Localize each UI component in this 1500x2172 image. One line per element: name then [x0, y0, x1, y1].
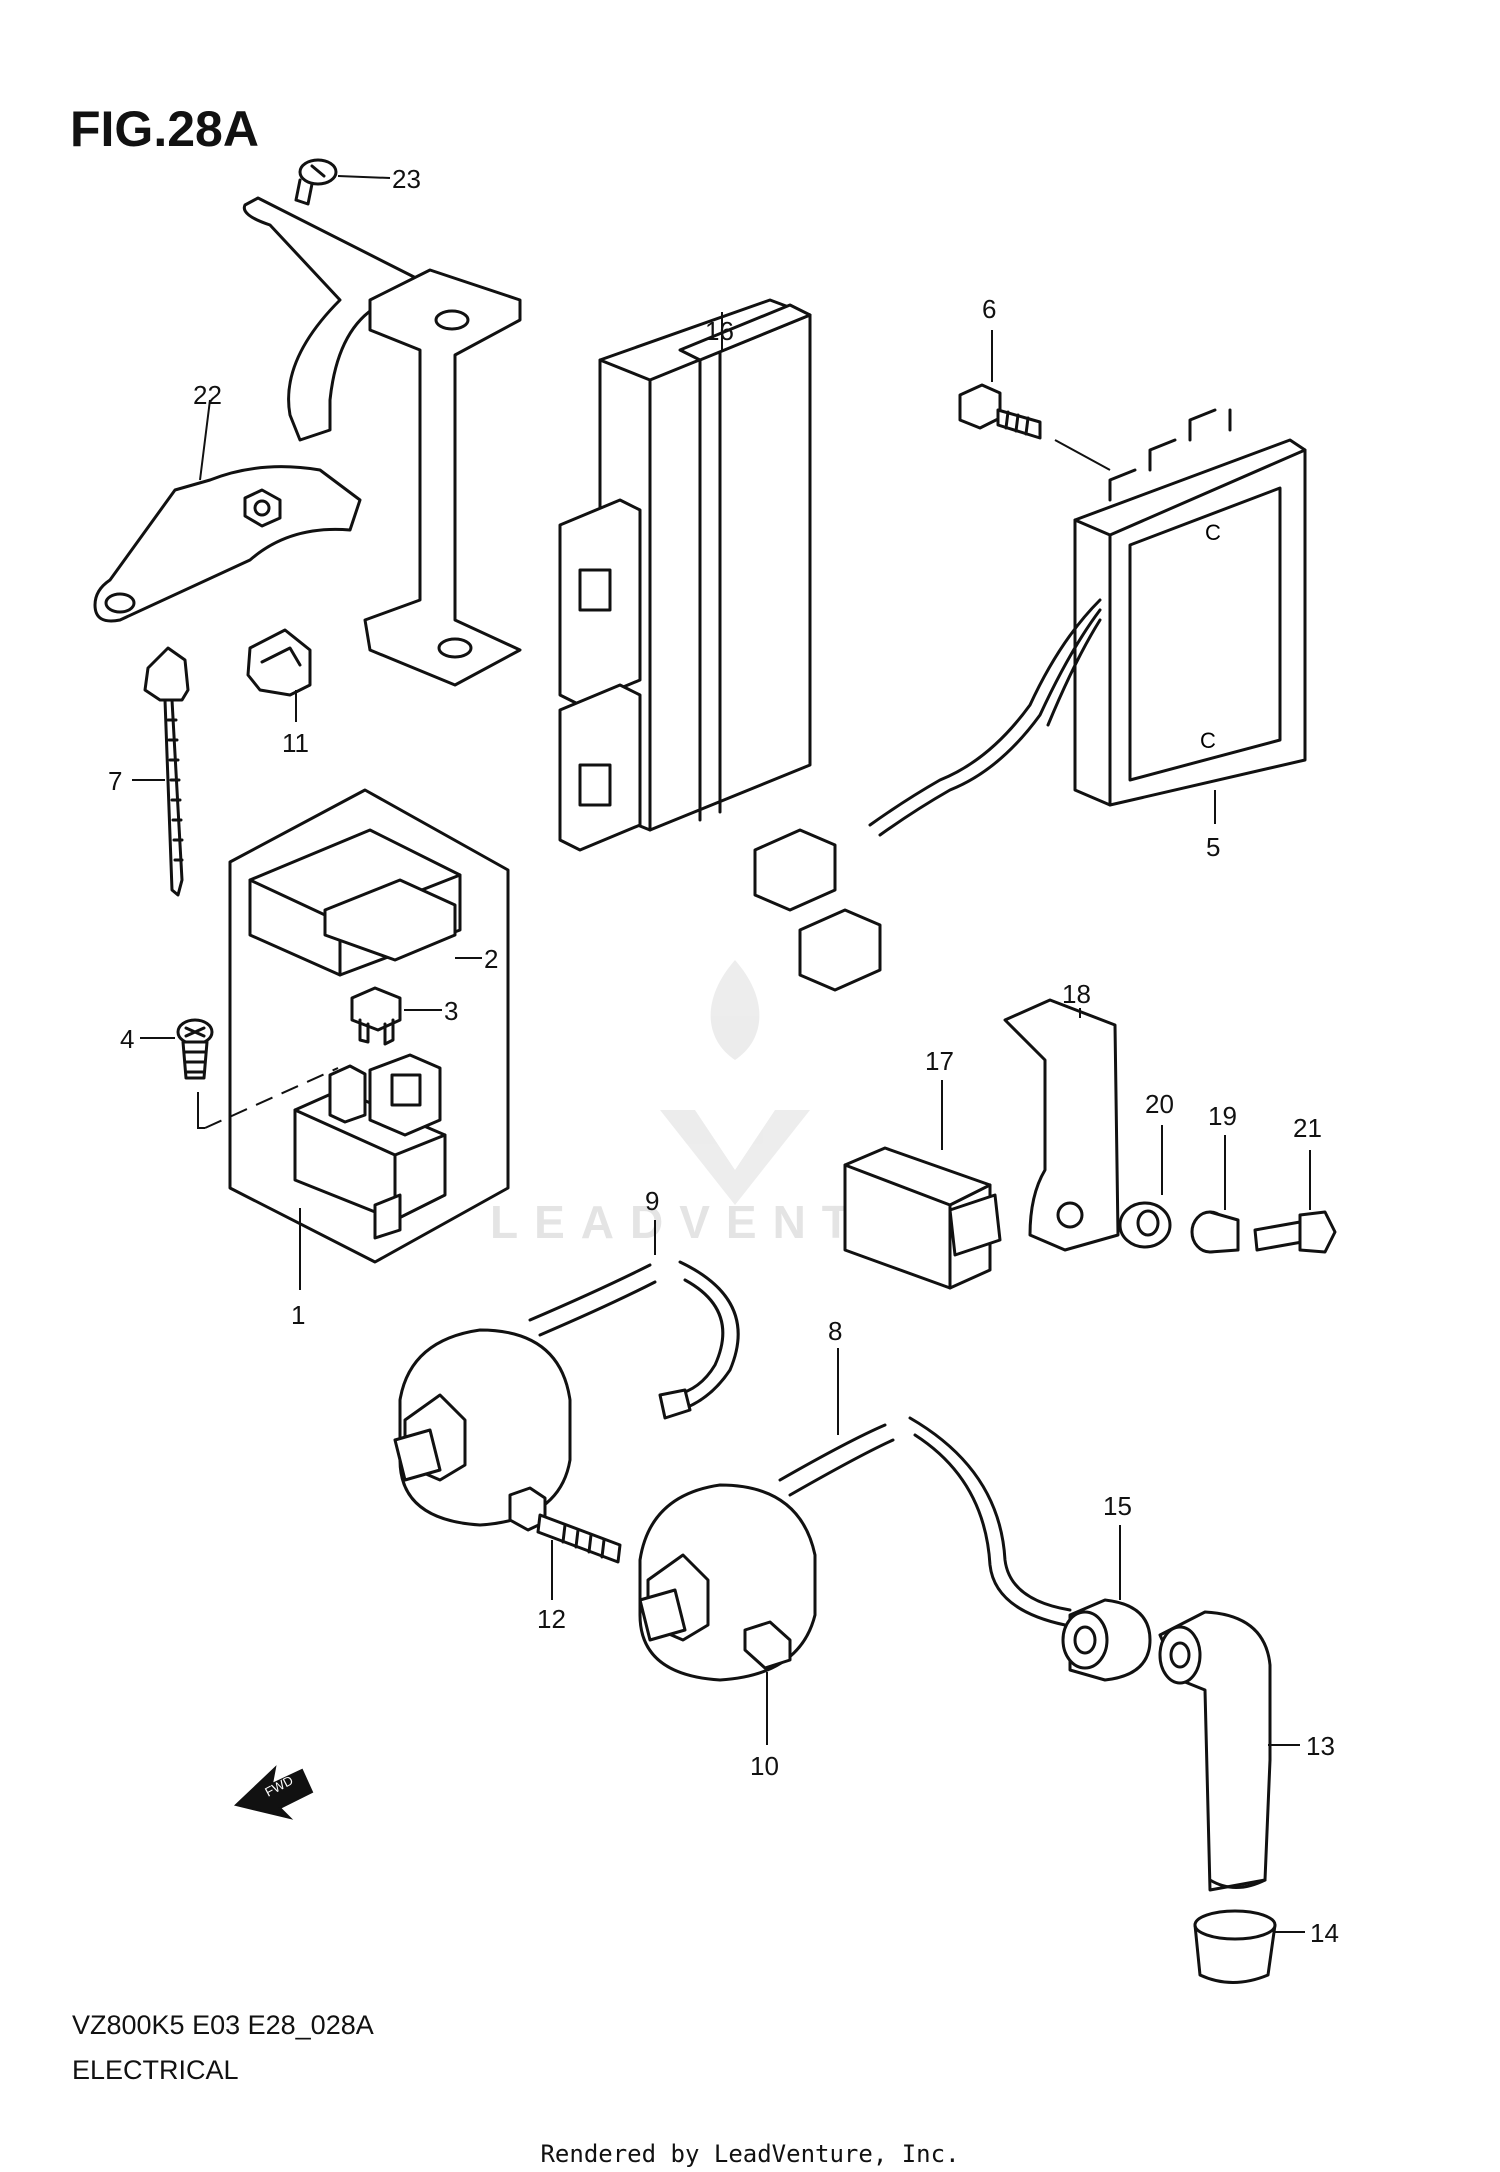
bolt-6-icon — [958, 383, 1042, 440]
callout-23: 23 — [392, 164, 421, 194]
figure-title: FIG.28A — [70, 101, 259, 157]
forward-arrow-icon: FWD — [233, 1765, 314, 1820]
bracket-18-icon — [1003, 998, 1120, 1252]
fuse-3-icon — [350, 986, 402, 1046]
relay-cover-2-icon — [248, 828, 462, 977]
svg-text:C: C — [1200, 728, 1216, 753]
callout-5: 5 — [1206, 832, 1220, 862]
callout-9: 9 — [645, 1186, 659, 1216]
grommet-20-icon — [1118, 1201, 1172, 1249]
callout-22: 22 — [193, 380, 222, 410]
bolt-12-icon — [508, 1486, 622, 1564]
callout-18: 18 — [1062, 979, 1091, 1009]
grommet-15-icon — [1061, 1598, 1152, 1682]
callout-1: 1 — [291, 1300, 305, 1330]
callout-14: 14 — [1310, 1918, 1339, 1948]
relay-17-icon — [843, 1146, 1002, 1290]
section-name: ELECTRICAL — [72, 2055, 239, 2085]
relay-assembly-outline — [228, 788, 510, 1264]
callout-8: 8 — [828, 1316, 842, 1346]
regulator-rectifier-5-icon: C C — [868, 408, 1307, 837]
svg-text:C: C — [1205, 520, 1221, 545]
callout-19: 19 — [1208, 1101, 1237, 1131]
callout-20: 20 — [1145, 1089, 1174, 1119]
callout-15: 15 — [1103, 1491, 1132, 1521]
callout-10: 10 — [750, 1751, 779, 1781]
callout-2: 2 — [484, 944, 498, 974]
callout-7: 7 — [108, 766, 122, 796]
watermark-logo-icon — [660, 960, 810, 1205]
plug-cap-13-icon — [1158, 1610, 1272, 1892]
callout-13: 13 — [1306, 1731, 1335, 1761]
screw-4-icon — [176, 1018, 214, 1080]
ignition-coil-9-icon — [393, 1260, 740, 1527]
screw-23-icon — [294, 158, 338, 206]
clip-11-icon — [246, 628, 312, 697]
ignition-coil-8-icon — [638, 1416, 1072, 1682]
seal-14-icon — [1193, 1909, 1277, 1984]
bolt-21-icon — [1253, 1210, 1337, 1254]
callout-6: 6 — [982, 294, 996, 324]
callout-4: 4 — [120, 1024, 134, 1054]
callout-12: 12 — [537, 1604, 566, 1634]
bracket-22-icon — [93, 196, 522, 687]
connector-5-icon — [753, 828, 882, 992]
callout-16: 16 — [705, 316, 734, 346]
callout-11: 11 — [282, 728, 309, 758]
model-code: VZ800K5 E03 E28_028A — [72, 2010, 374, 2040]
callout-3: 3 — [444, 996, 458, 1026]
cable-tie-7-icon — [143, 646, 190, 897]
callout-17: 17 — [925, 1046, 954, 1076]
starter-relay-1-icon — [293, 1053, 447, 1240]
ecu-16-icon — [558, 298, 812, 852]
callout-21: 21 — [1293, 1113, 1322, 1143]
collar-19-icon — [1190, 1210, 1240, 1254]
rendered-by-note: Rendered by LeadVenture, Inc. — [540, 2140, 960, 2168]
